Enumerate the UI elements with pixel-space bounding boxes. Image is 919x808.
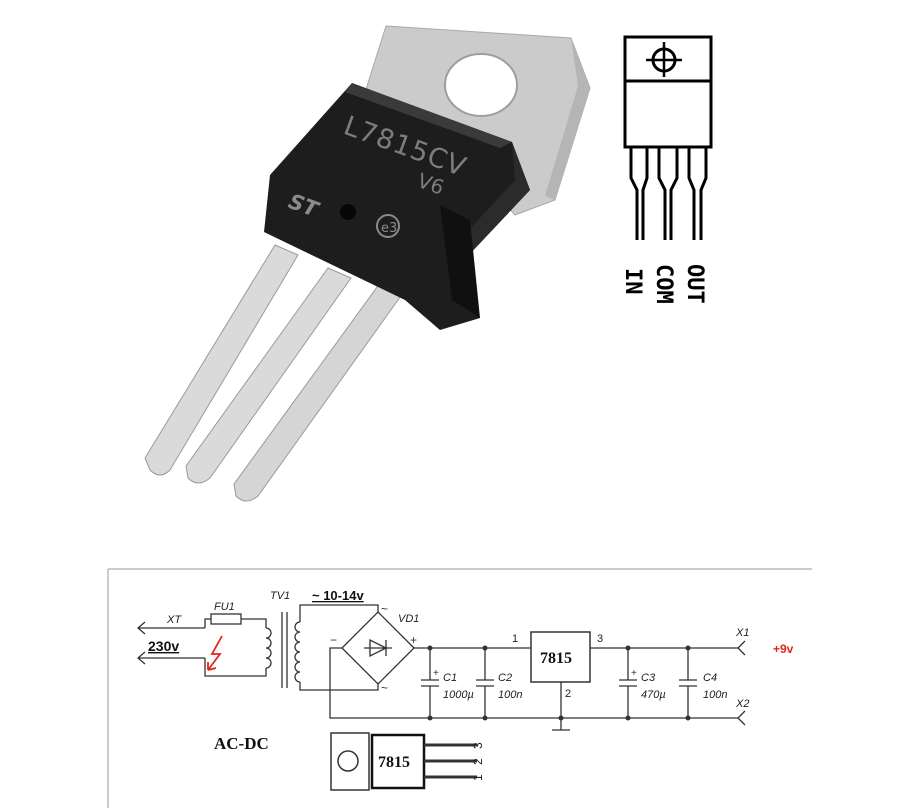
pinout-lead-in	[629, 147, 649, 240]
junction-dot	[685, 715, 691, 721]
regulator-pin-out: 3	[597, 633, 603, 645]
x2-label: X2	[735, 698, 749, 710]
mini-pin-3: 3	[471, 742, 485, 749]
c1-polarity: +	[433, 668, 439, 679]
pinout-diagram: IN COM OUT	[620, 35, 713, 304]
ground-rail	[329, 647, 738, 719]
c1-capacitor	[421, 648, 439, 718]
e3-mark-text: e3	[381, 221, 397, 236]
mini-pin-2: 2	[471, 758, 485, 765]
c3-value: 470µ	[641, 689, 666, 701]
bridge-ac-top: ~	[381, 602, 388, 616]
pin-label-in: IN	[620, 268, 645, 295]
junction-dot	[625, 645, 631, 651]
c3-name: C3	[641, 672, 656, 684]
bridge-minus: −	[330, 633, 337, 647]
junction-dot	[482, 645, 488, 651]
secondary-wiring	[299, 604, 379, 691]
e3-mark-icon	[376, 214, 400, 238]
mini-package-body	[370, 733, 426, 790]
junction-dot	[558, 715, 564, 721]
input-arrow-bottom	[137, 651, 205, 665]
pin-label-com: COM	[651, 264, 676, 304]
c2-capacitor	[476, 648, 494, 718]
mounting-hole	[444, 53, 518, 117]
lead-in	[144, 244, 299, 476]
bridge-ac-bottom: ~	[381, 681, 388, 695]
c1-value: 1000µ	[443, 689, 474, 701]
mains-voltage: 230v	[148, 638, 179, 654]
c3-capacitor	[619, 648, 637, 718]
bridge-plus: +	[410, 633, 417, 647]
bridge-diode-icon	[364, 638, 392, 658]
pinout-lead-out	[687, 147, 708, 240]
mini-package-tab	[330, 732, 370, 791]
pinout-body	[623, 79, 713, 149]
pinout-lead-com	[657, 147, 679, 240]
schematic-title: AC-DC	[214, 734, 269, 753]
transformer-label: TV1	[270, 590, 290, 602]
c4-value: 100n	[703, 689, 727, 701]
regulator-pin-gnd: 2	[565, 688, 571, 700]
bridge-label: VD1	[398, 613, 419, 625]
c2-value: 100n	[498, 689, 522, 701]
junction-dot	[685, 645, 691, 651]
transformer-primary	[265, 627, 272, 669]
fuse-label: FU1	[214, 601, 235, 613]
junction-dot	[427, 645, 433, 651]
x1-label: X1	[735, 627, 749, 639]
output-voltage: +9v	[773, 642, 794, 656]
mini-pin-1: 1	[471, 774, 485, 781]
package-body-side	[455, 142, 530, 258]
mini-package-label: 7815	[378, 754, 410, 771]
fuse-symbol	[210, 613, 242, 625]
xt-label: XT	[166, 614, 182, 626]
lead-com	[185, 267, 352, 484]
x2-terminal-icon	[737, 710, 746, 726]
input-arrow-top	[137, 621, 205, 635]
junction-dot	[427, 715, 433, 721]
x1-terminal-icon	[737, 640, 746, 656]
c4-name: C4	[703, 672, 717, 684]
pin-label-out: OUT	[682, 264, 707, 304]
package-body-notch	[440, 205, 480, 318]
c2-name: C2	[498, 672, 512, 684]
junction-dot	[482, 715, 488, 721]
regulator-pin-in: 1	[512, 633, 518, 645]
c4-capacitor	[679, 648, 697, 718]
junction-dot	[625, 715, 631, 721]
package-body-top	[345, 83, 512, 148]
mini-package-hole-icon	[337, 750, 359, 772]
transformer-secondary	[294, 621, 301, 683]
fault-arrow-icon	[207, 635, 223, 671]
c1-name: C1	[443, 672, 457, 684]
lead-out	[233, 282, 404, 502]
package-leads	[144, 244, 404, 502]
regulator-block	[530, 631, 591, 683]
package-dimple	[340, 204, 356, 220]
c3-polarity: +	[631, 668, 637, 679]
regulator-label: 7815	[540, 650, 572, 667]
fuse-wiring	[204, 618, 267, 677]
schematic: XT 230v FU1 TV1 ~ 10-14v VD1 ~ ~ − + + C…	[107, 568, 812, 808]
secondary-voltage: ~ 10-14v	[312, 588, 364, 603]
package-photo: L7815CV V6 ST e3	[144, 25, 591, 502]
metal-tab-edge	[545, 38, 590, 200]
regulator-ground-lead	[552, 682, 570, 731]
